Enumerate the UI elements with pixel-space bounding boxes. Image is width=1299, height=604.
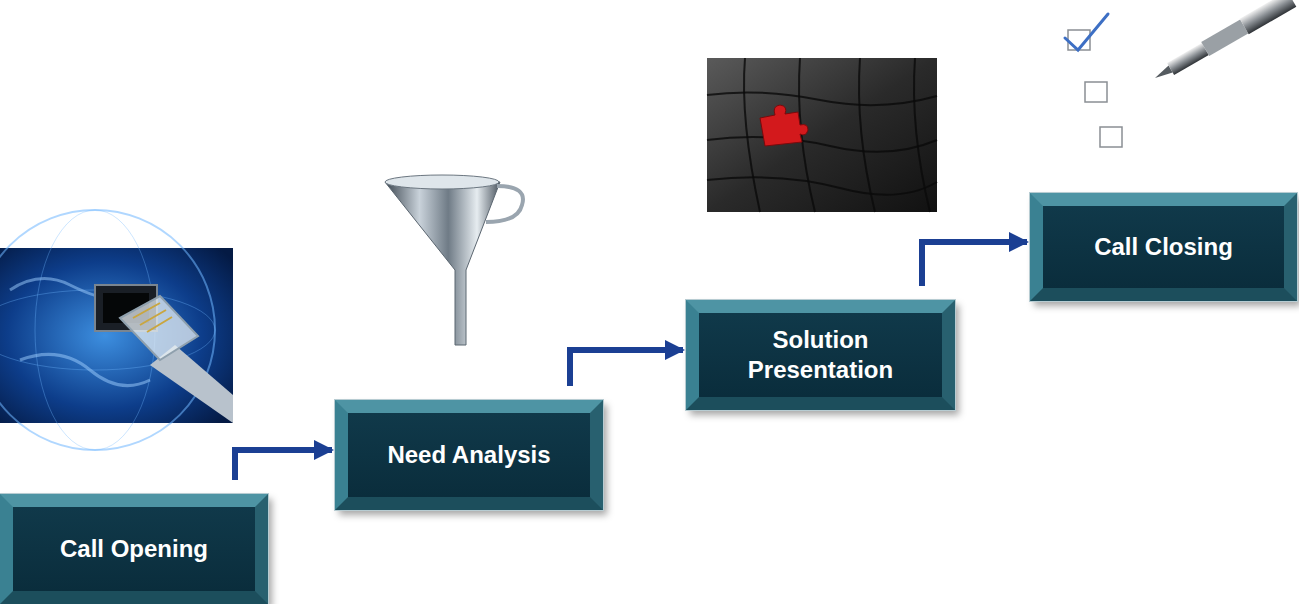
step-arrow bbox=[570, 350, 683, 386]
network-globe-picture bbox=[0, 210, 233, 450]
step-label: Call Opening bbox=[60, 534, 208, 564]
process-box: Solution Presentation bbox=[686, 300, 955, 410]
step-label: Call Closing bbox=[1094, 232, 1233, 262]
checklist-picture bbox=[1040, 0, 1296, 165]
step-label: Need Analysis bbox=[387, 440, 550, 470]
process-box: Need Analysis bbox=[335, 400, 603, 510]
process-box: Call Closing bbox=[1030, 193, 1297, 301]
puzzle-picture bbox=[707, 58, 937, 212]
step-arrow bbox=[922, 242, 1027, 286]
step-arrow bbox=[235, 450, 332, 480]
step-label: Solution Presentation bbox=[711, 325, 930, 385]
process-box: Call Opening bbox=[0, 494, 268, 604]
funnel-picture bbox=[385, 175, 523, 345]
